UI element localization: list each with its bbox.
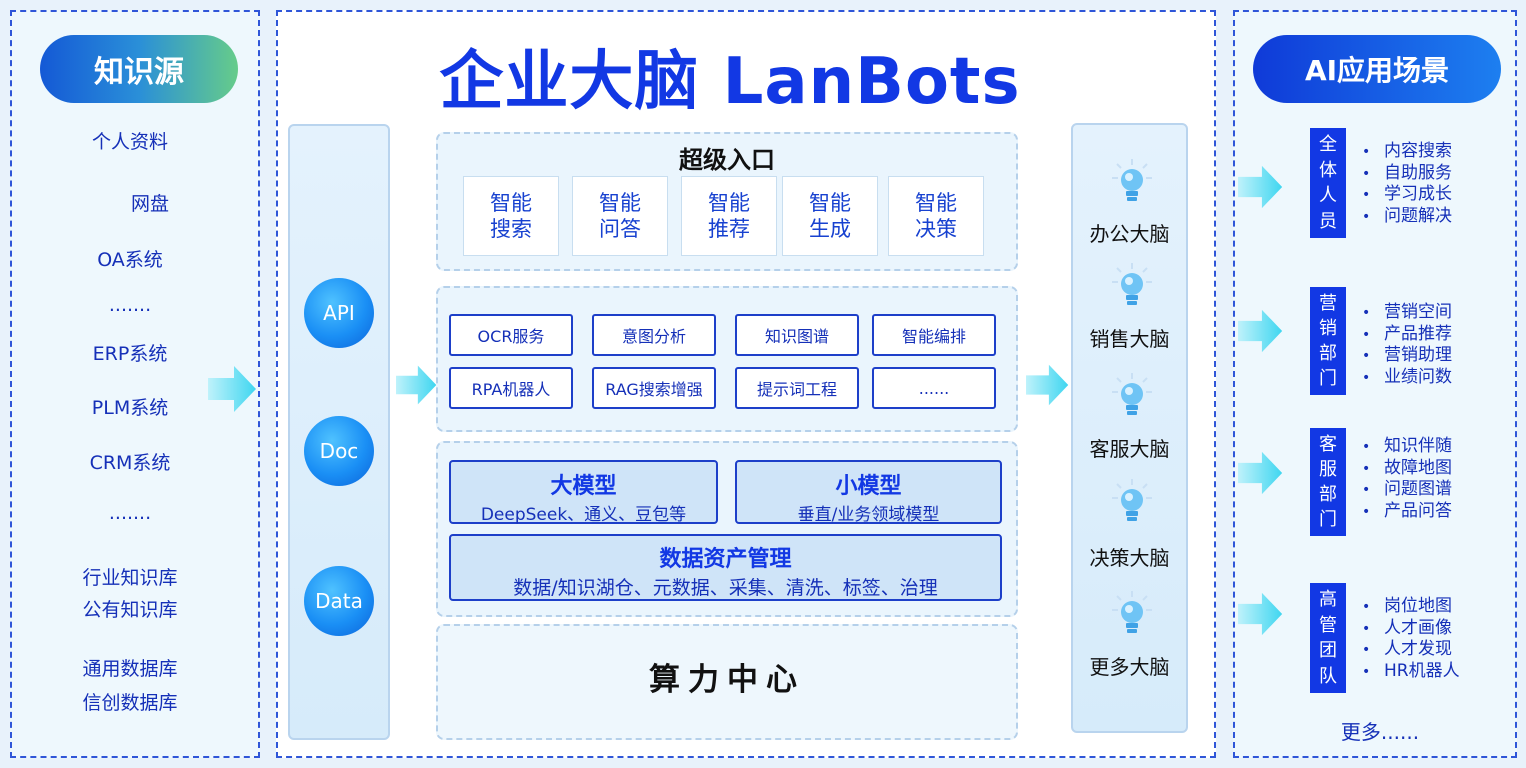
list-item: 学习成长 xyxy=(1362,184,1452,206)
large-model-box: 大模型 DeepSeek、通义、豆包等 xyxy=(449,460,718,525)
source-item: OA系统 xyxy=(97,249,163,271)
source-item: 公有知识库 xyxy=(82,599,178,621)
brain-service: 客服大脑 xyxy=(1089,437,1170,461)
page-title: 企业大脑 LanBots xyxy=(439,45,1021,119)
source-item: ....... xyxy=(108,502,152,524)
role-marketing: 营销部门 xyxy=(1310,287,1346,395)
list-item: 故障地图 xyxy=(1362,458,1452,480)
list-item: 知识伴随 xyxy=(1362,436,1452,458)
entry-card-label: 智能决策 xyxy=(915,191,957,241)
arrow-right-icon xyxy=(1238,590,1284,638)
list-item: 人才画像 xyxy=(1362,618,1460,640)
source-item: 网盘 xyxy=(130,193,169,215)
arrow-right-icon xyxy=(1238,163,1284,211)
small-model-title: 小模型 xyxy=(835,474,902,499)
ai-scenario-header: AI应用场景 xyxy=(1253,35,1501,103)
knowledge-source-header: 知识源 xyxy=(40,35,238,103)
source-item: ERP系统 xyxy=(92,343,168,365)
scenario-list: 岗位地图 人才画像 人才发现 HR机器人 xyxy=(1362,596,1460,682)
ai-services-section xyxy=(436,286,1018,432)
tool-ocr: OCR服务 xyxy=(449,314,573,356)
lightbulb-icon xyxy=(1108,262,1156,314)
tool-rpa: RPA机器人 xyxy=(449,367,573,409)
scenario-list: 内容搜索 自助服务 学习成长 问题解决 xyxy=(1362,141,1452,227)
list-item: HR机器人 xyxy=(1362,661,1460,683)
list-item: 人才发现 xyxy=(1362,639,1460,661)
brain-office: 办公大脑 xyxy=(1089,222,1170,246)
role-all-staff: 全体人员 xyxy=(1310,128,1346,238)
super-entry-title: 超级入口 xyxy=(679,146,775,174)
list-item: 产品推荐 xyxy=(1362,324,1452,346)
tool-intent-analysis: 意图分析 xyxy=(592,314,716,356)
role-customer-service: 客服部门 xyxy=(1310,428,1346,536)
entry-card-generate: 智能生成 xyxy=(782,176,878,256)
tool-more: ...... xyxy=(872,367,996,409)
lightbulb-icon xyxy=(1108,158,1156,210)
lightbulb-icon xyxy=(1108,372,1156,424)
more-scenarios-label: 更多...... xyxy=(1340,720,1420,744)
small-model-subtitle: 垂直/业务领域模型 xyxy=(797,505,940,525)
source-item: ....... xyxy=(108,294,152,316)
entry-card-recommend: 智能推荐 xyxy=(681,176,777,256)
entry-card-decision: 智能决策 xyxy=(888,176,984,256)
list-item: 问题图谱 xyxy=(1362,479,1452,501)
list-item: 营销助理 xyxy=(1362,345,1452,367)
role-executives: 高管团队 xyxy=(1310,583,1346,693)
source-item: 个人资料 xyxy=(91,131,168,153)
source-item: 信创数据库 xyxy=(82,692,178,714)
entry-card-qa: 智能问答 xyxy=(572,176,668,256)
source-item: PLM系统 xyxy=(91,397,169,419)
brain-decision: 决策大脑 xyxy=(1089,546,1170,570)
large-model-subtitle: DeepSeek、通义、豆包等 xyxy=(480,505,687,525)
compute-center-label: 算力中心 xyxy=(649,662,805,698)
tool-rag: RAG搜索增强 xyxy=(592,367,716,409)
source-item: 通用数据库 xyxy=(82,658,178,680)
arrow-right-icon xyxy=(1238,307,1284,355)
brain-more: 更多大脑 xyxy=(1089,655,1170,679)
data-badge: Data xyxy=(304,566,374,636)
entry-card-label: 智能推荐 xyxy=(708,191,750,241)
list-item: 业绩问数 xyxy=(1362,367,1452,389)
lightbulb-icon xyxy=(1108,478,1156,530)
entry-card-label: 智能问答 xyxy=(599,191,641,241)
api-badge: API xyxy=(304,278,374,348)
source-item: CRM系统 xyxy=(89,452,171,474)
small-model-box: 小模型 垂直/业务领域模型 xyxy=(735,460,1002,525)
doc-badge: Doc xyxy=(304,416,374,486)
list-item: 营销空间 xyxy=(1362,302,1452,324)
arrow-right-icon xyxy=(1238,449,1284,497)
tool-knowledge-graph: 知识图谱 xyxy=(735,314,859,356)
arrow-right-icon xyxy=(1026,362,1070,408)
scenario-list: 营销空间 产品推荐 营销助理 业绩问数 xyxy=(1362,302,1452,388)
data-asset-box: 数据资产管理 数据/知识湖仓、元数据、采集、清洗、标签、治理 xyxy=(449,534,1002,601)
list-item: 产品问答 xyxy=(1362,501,1452,523)
entry-card-label: 智能搜索 xyxy=(490,191,532,241)
lightbulb-icon xyxy=(1108,590,1156,642)
tool-orchestration: 智能编排 xyxy=(872,314,996,356)
compute-section xyxy=(436,624,1018,740)
list-item: 问题解决 xyxy=(1362,206,1452,228)
large-model-title: 大模型 xyxy=(550,474,617,499)
list-item: 岗位地图 xyxy=(1362,596,1460,618)
list-item: 自助服务 xyxy=(1362,163,1452,185)
tool-prompt-engineering: 提示词工程 xyxy=(735,367,859,409)
list-item: 内容搜索 xyxy=(1362,141,1452,163)
entry-card-search: 智能搜索 xyxy=(463,176,559,256)
arrow-right-icon xyxy=(208,364,258,414)
brain-sales: 销售大脑 xyxy=(1089,327,1170,351)
data-asset-title: 数据资产管理 xyxy=(659,547,792,572)
entry-card-label: 智能生成 xyxy=(809,191,851,241)
data-asset-subtitle: 数据/知识湖仓、元数据、采集、清洗、标签、治理 xyxy=(513,577,938,599)
arrow-right-icon xyxy=(396,362,438,408)
scenario-list: 知识伴随 故障地图 问题图谱 产品问答 xyxy=(1362,436,1452,522)
source-item: 行业知识库 xyxy=(82,567,178,589)
